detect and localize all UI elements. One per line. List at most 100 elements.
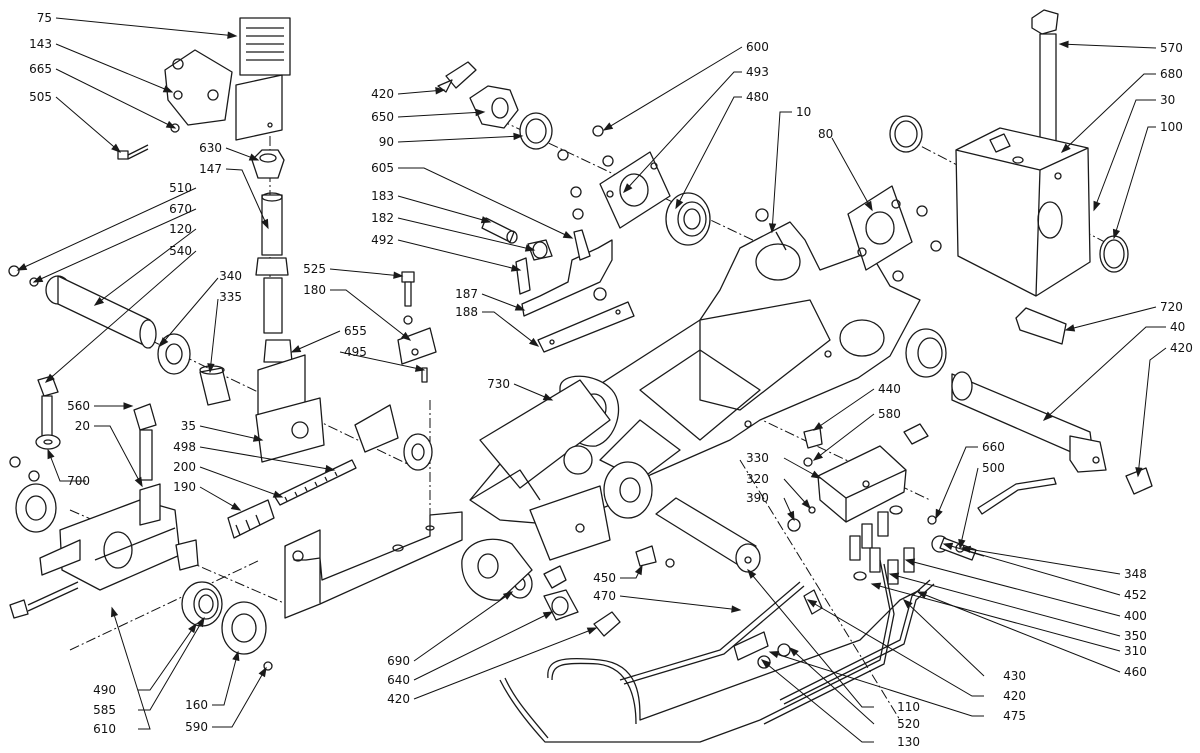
callout-label: 188 — [455, 305, 478, 319]
callout-420c: 420 — [806, 599, 1026, 703]
leader-arrowhead — [110, 606, 119, 618]
callout-label: 35 — [181, 419, 196, 433]
callout-label: 452 — [1124, 588, 1147, 602]
leader-line — [94, 425, 143, 487]
leader-line — [33, 208, 197, 283]
callout-label: 665 — [29, 62, 52, 76]
leader-line — [159, 277, 219, 347]
leader-arrowhead — [542, 393, 554, 401]
callout-75: 75 — [37, 11, 238, 39]
leader-arrowhead — [32, 275, 44, 283]
leader-arrowhead — [864, 200, 873, 212]
callout-label: 420 — [1170, 341, 1193, 355]
callout-490: 490 — [93, 622, 197, 697]
callout-440: 440 — [812, 382, 901, 431]
callout-label: 350 — [1124, 629, 1147, 643]
leader-line — [1061, 73, 1156, 153]
callout-120: 120 — [93, 222, 197, 306]
leader-arrowhead — [1064, 324, 1076, 332]
part-650-nut — [469, 85, 519, 129]
part-720-key — [1015, 307, 1067, 345]
leader-arrowhead — [227, 31, 238, 39]
leader-arrowhead — [510, 264, 522, 272]
callout-187: 187 — [455, 287, 526, 311]
leader-line — [813, 413, 875, 461]
callout-label: 130 — [897, 735, 920, 749]
leader-arrowhead — [1058, 40, 1069, 49]
part-188-gasket — [537, 301, 635, 353]
part-492-pin — [515, 257, 531, 295]
callout-label: 450 — [593, 571, 616, 585]
callout-label: 470 — [593, 589, 616, 603]
part-147-tube — [255, 192, 293, 363]
leader-arrowhead — [760, 659, 771, 669]
part-420-elbow-top — [437, 61, 477, 93]
leader-arrowhead — [902, 599, 913, 609]
callout-label: 120 — [169, 222, 192, 236]
callout-label: 640 — [387, 673, 410, 687]
callout-40: 40 — [1042, 320, 1185, 421]
leader-arrowhead — [502, 591, 514, 600]
callout-label: 630 — [199, 141, 222, 155]
callout-label: 492 — [371, 233, 394, 247]
part-183-pin — [481, 217, 518, 244]
leader-arrowhead — [290, 345, 302, 353]
leader-arrowhead — [196, 616, 205, 628]
callout-label: 147 — [199, 162, 222, 176]
part-20-mount-bracket — [9, 456, 199, 619]
callout-label: 510 — [169, 181, 192, 195]
callout-655: 655 — [290, 324, 367, 353]
callout-label: 10 — [796, 105, 811, 119]
part-lower-eye-link — [461, 538, 533, 601]
callout-525: 525 — [303, 262, 404, 279]
leader-line — [1093, 99, 1156, 211]
leader-arrowhead — [44, 373, 55, 383]
part-100-o-ring — [889, 115, 1129, 273]
leader-arrowhead — [768, 651, 780, 659]
leader-arrowhead — [942, 542, 954, 550]
leader-line — [871, 583, 1121, 652]
leader-arrowhead — [1135, 467, 1143, 478]
callout-10: 10 — [768, 105, 811, 234]
leader-line — [55, 96, 121, 153]
part-90-washer — [519, 112, 553, 150]
part-525-bolt — [401, 271, 415, 325]
leader-arrowhead — [252, 434, 264, 442]
callout-560: 560 — [67, 399, 134, 413]
callout-label: 650 — [371, 110, 394, 124]
callout-320: 320 — [746, 472, 811, 510]
callout-label: 700 — [67, 474, 90, 488]
leader-arrowhead — [524, 244, 536, 252]
leader-line — [330, 289, 411, 341]
callout-label: 348 — [1124, 567, 1147, 581]
part-630-nut — [251, 149, 285, 179]
callout-480: 480 — [675, 90, 769, 210]
part-493-flange-plate — [557, 125, 671, 229]
part-475-bracket — [733, 589, 823, 669]
leader-line — [199, 466, 283, 498]
leader-line — [1043, 326, 1166, 421]
callout-30: 30 — [1093, 93, 1175, 212]
part-143-cover-plate — [164, 49, 233, 126]
leader-arrowhead — [586, 627, 598, 635]
callout-630: 630 — [199, 141, 260, 161]
leader-line — [961, 547, 1121, 575]
part-40-pivot-shaft — [905, 328, 1153, 495]
callout-640: 640 — [387, 611, 554, 687]
leader-arrowhead — [888, 572, 900, 580]
part-80-bearing-plate — [847, 185, 942, 282]
leader-line — [619, 595, 741, 611]
callout-335: 335 — [207, 290, 242, 374]
leader-arrowhead — [1093, 200, 1101, 212]
callout-80: 80 — [818, 127, 873, 212]
leader-line — [55, 17, 237, 37]
leader-line — [917, 591, 1121, 673]
callout-420d: 420 — [387, 627, 598, 706]
callout-label: 560 — [67, 399, 90, 413]
callout-label: 430 — [1003, 669, 1026, 683]
callout-label: 30 — [1160, 93, 1175, 107]
callout-492: 492 — [371, 233, 522, 272]
leader-arrowhead — [1112, 228, 1121, 240]
callout-label: 580 — [878, 407, 901, 421]
